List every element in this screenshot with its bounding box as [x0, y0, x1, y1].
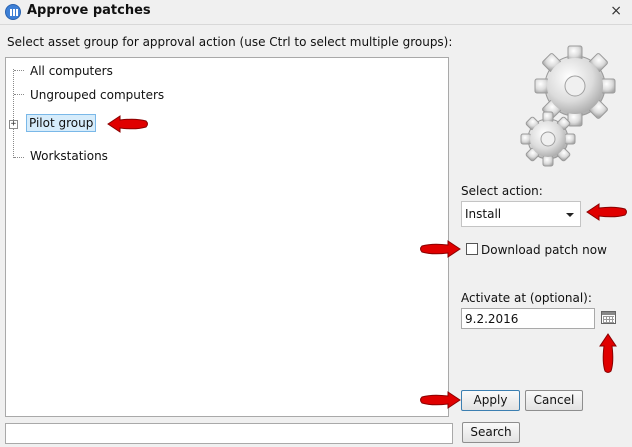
red-arrow-icon — [420, 391, 461, 409]
chevron-down-icon — [566, 213, 574, 217]
activate-at-label: Activate at (optional): — [461, 291, 592, 305]
tree-expander-plus-icon[interactable]: + — [9, 119, 18, 129]
tree-connector-line — [13, 69, 14, 158]
tree-item-ungrouped-computers[interactable]: Ungrouped computers — [30, 88, 165, 102]
red-arrow-icon — [586, 203, 627, 221]
search-input[interactable] — [5, 423, 453, 444]
calendar-icon[interactable] — [601, 311, 616, 324]
window-title: Approve patches — [27, 3, 151, 18]
tree-connector — [14, 94, 24, 95]
red-arrow-icon — [107, 115, 148, 133]
download-patch-label[interactable]: Download patch now — [481, 243, 607, 257]
download-patch-checkbox[interactable] — [466, 243, 478, 255]
red-arrow-icon — [599, 333, 617, 373]
tree-item-pilot-group[interactable]: Pilot group — [26, 114, 97, 132]
apply-button[interactable]: Apply — [461, 390, 520, 411]
title-bar: Approve patches × — [0, 0, 632, 25]
search-button[interactable]: Search — [462, 422, 520, 443]
instruction-text: Select asset group for approval action (… — [7, 35, 453, 49]
activate-date-input[interactable] — [461, 308, 595, 329]
tree-connector — [14, 157, 24, 158]
select-action-label: Select action: — [461, 184, 543, 198]
gears-icon — [520, 45, 616, 167]
asset-group-tree[interactable]: All computers Ungrouped computers + Pilo… — [5, 57, 449, 417]
action-select-value: Install — [465, 207, 502, 221]
tree-item-all-computers[interactable]: All computers — [30, 64, 113, 78]
cancel-button[interactable]: Cancel — [525, 390, 583, 411]
close-icon[interactable]: × — [610, 3, 622, 19]
tree-connector — [14, 70, 24, 71]
action-select[interactable]: Install — [461, 201, 581, 227]
tree-item-workstations[interactable]: Workstations — [30, 149, 108, 163]
red-arrow-icon — [420, 240, 461, 258]
app-logo-icon — [5, 4, 21, 20]
